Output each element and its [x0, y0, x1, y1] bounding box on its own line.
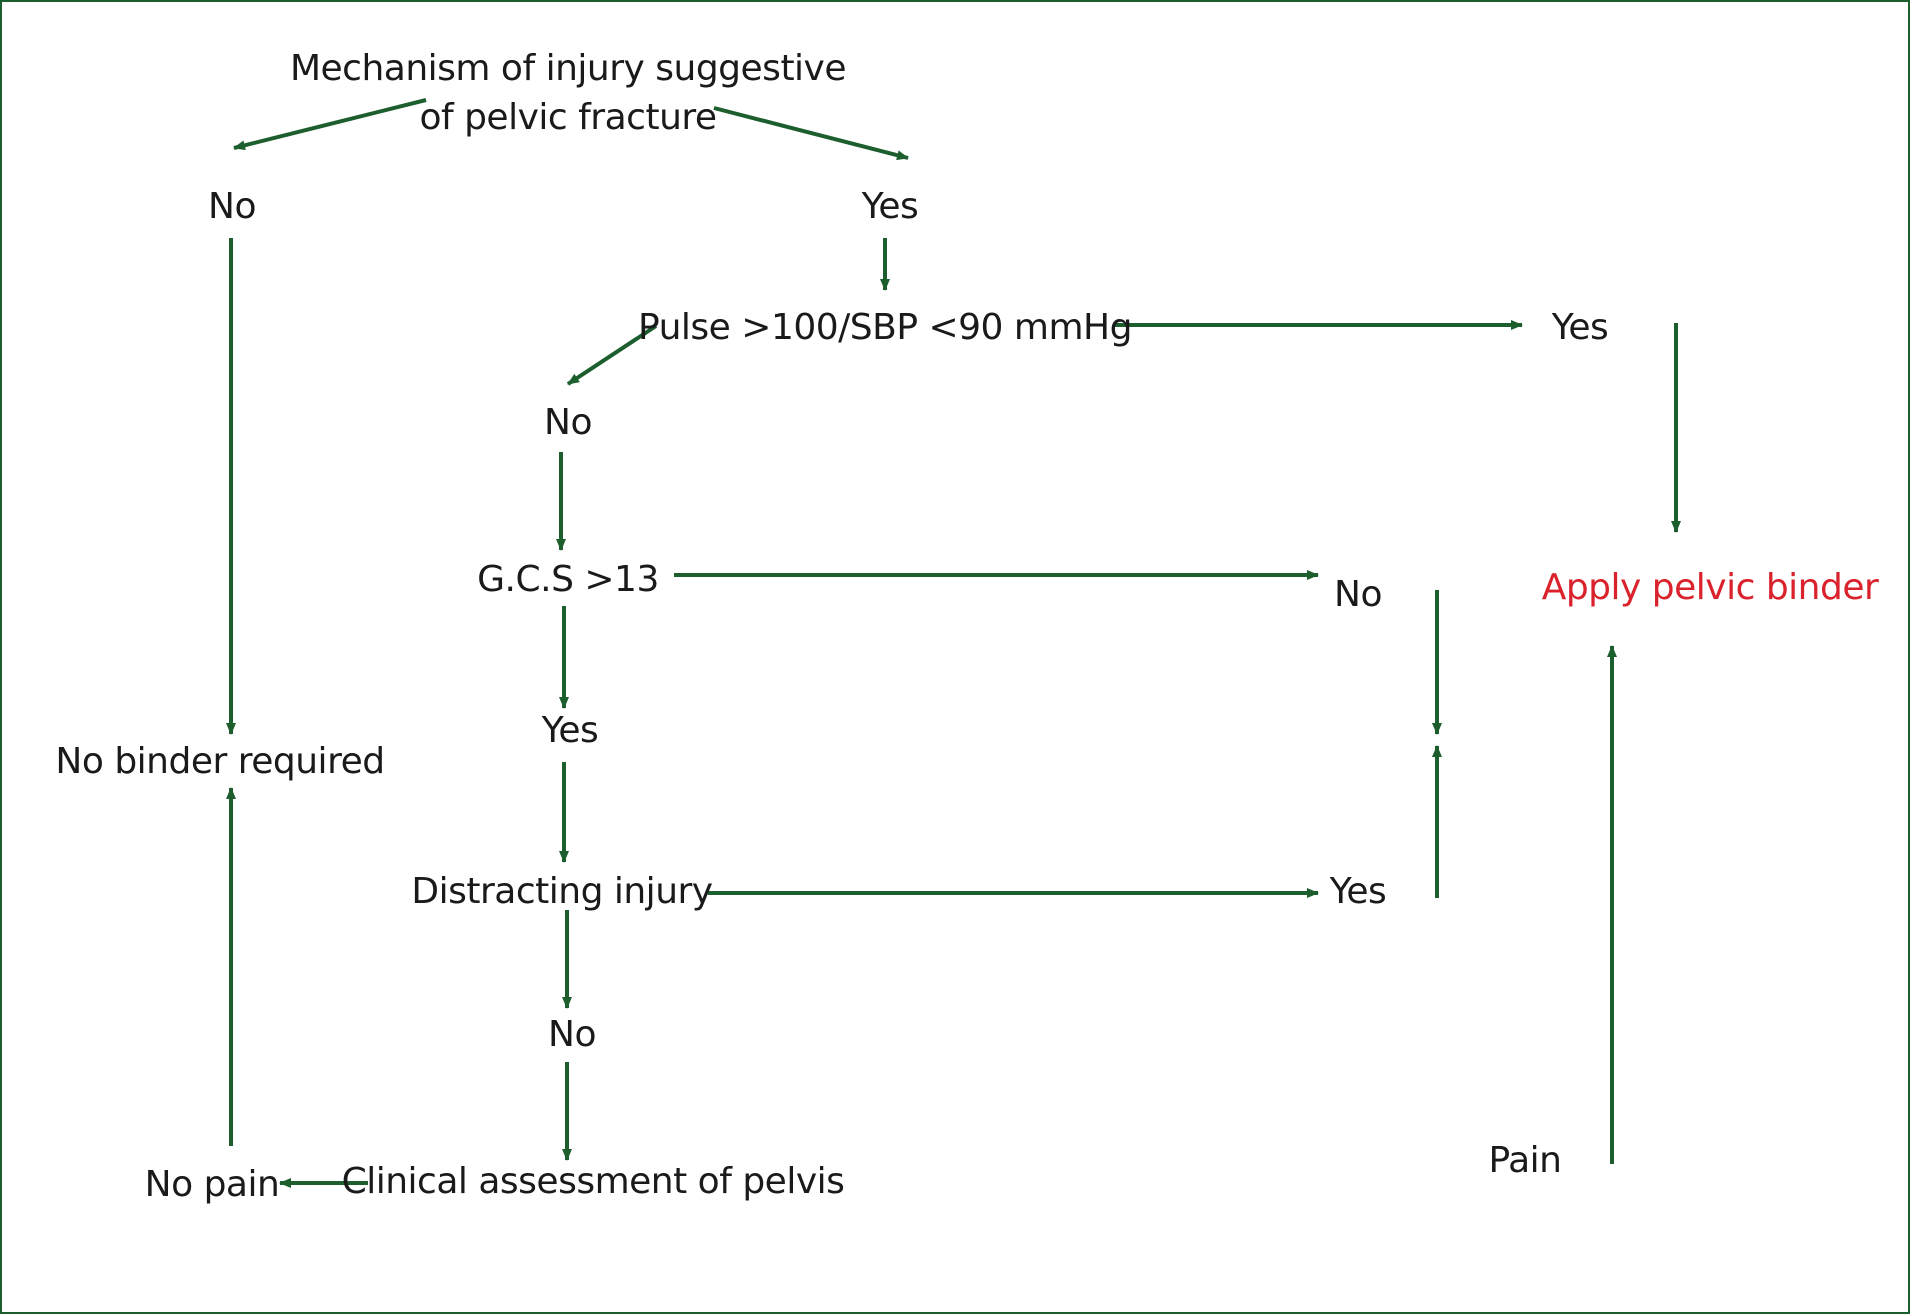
distracting-no-label: No — [548, 1014, 596, 1055]
clinical-label: Clinical assessment of pelvis — [342, 1161, 845, 1202]
mechanism-label-line2: of pelvic fracture — [419, 97, 716, 138]
arrow-pulse-to-no — [566, 324, 658, 386]
distracting-yes-label: Yes — [1329, 871, 1387, 912]
pulse-no-label: No — [544, 402, 592, 443]
no-binder-label: No binder required — [55, 741, 384, 782]
distracting-label: Distracting injury — [411, 871, 712, 912]
apply-binder-label: Apply pelvic binder — [1542, 567, 1879, 608]
gcs-no-label: No — [1334, 574, 1382, 615]
mechanism-no-label: No — [208, 186, 256, 227]
pulse-label: Pulse >100/SBP <90 mmHg — [638, 307, 1132, 348]
gcs-yes-label: Yes — [541, 710, 599, 751]
labels: Mechanism of injury suggestive of pelvic… — [55, 48, 1879, 1205]
gcs-label: G.C.S >13 — [477, 559, 659, 600]
pain-label: Pain — [1489, 1140, 1562, 1181]
connectors — [226, 98, 1681, 1188]
pulse-yes-label: Yes — [1551, 307, 1609, 348]
arrow-mechanism-to-yes — [713, 106, 909, 161]
arrow-mechanism-to-no — [233, 98, 427, 151]
no-pain-label: No pain — [145, 1164, 280, 1205]
mechanism-label-line1: Mechanism of injury suggestive — [290, 48, 846, 89]
mechanism-yes-label: Yes — [861, 186, 919, 227]
